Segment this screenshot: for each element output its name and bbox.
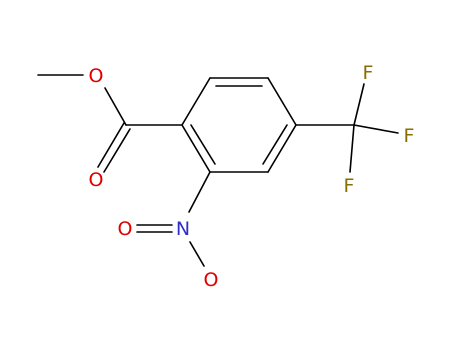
atom-labels: O O N O O F F F	[89, 62, 415, 291]
atom-fluorine-right: F	[404, 125, 415, 147]
atom-nitrogen: N	[176, 218, 190, 240]
bond-cf3-ftop	[353, 83, 365, 126]
ring-bond-4-5	[267, 124, 297, 173]
ring-bond-3-4	[267, 77, 297, 126]
bond-carbonyl-double-b	[103, 128, 131, 173]
bonds	[37, 74, 399, 267]
atom-fluorine-top: F	[363, 62, 374, 84]
atom-fluorine-bottom: F	[344, 175, 355, 197]
bond-cf3-fbottom	[349, 124, 355, 173]
bond-cf3-fright	[353, 124, 399, 134]
ring-inner-bond-b	[262, 124, 288, 165]
ring-bond-6-1	[181, 124, 211, 173]
bond-carbonyl-double-a	[97, 122, 125, 168]
atom-oxygen-nitro-bottom: O	[204, 269, 219, 291]
atom-oxygen-ester: O	[89, 65, 104, 87]
atom-oxygen-nitro-left: O	[118, 218, 133, 240]
bond-oxygen-carbonyl	[104, 87, 127, 126]
bond-nitro-single	[189, 241, 205, 267]
ring-inner-bond-c	[190, 124, 216, 165]
bond-ring-nitro	[188, 171, 211, 213]
ring-bond-1-2	[181, 77, 211, 126]
atom-oxygen-carbonyl: O	[89, 169, 104, 191]
